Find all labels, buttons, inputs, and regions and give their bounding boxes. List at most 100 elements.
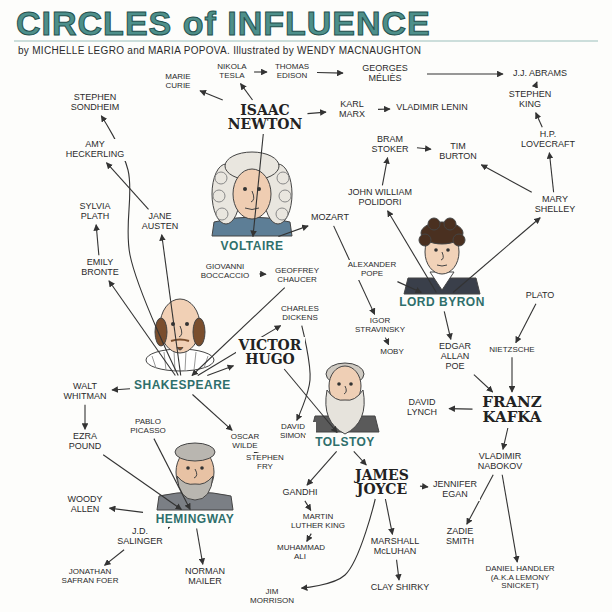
- person-name: THOMAS EDISON: [269, 62, 315, 81]
- influence-arrow: [307, 451, 337, 485]
- shakespeare-portrait: [146, 299, 214, 371]
- name-text: GEORGES MÉLIÈS: [347, 64, 423, 83]
- name-text: MARIE CURIE: [160, 73, 196, 90]
- influence-arrow: [502, 475, 517, 562]
- influence-arrow: [278, 226, 308, 237]
- name-text: NORMAN MAILER: [180, 567, 231, 586]
- influence-arrow: [200, 91, 223, 100]
- person-name: CHARLES DICKENS: [273, 304, 328, 323]
- influence-arrow: [103, 455, 181, 510]
- name-text: TOLSTOY: [307, 436, 383, 449]
- name-text: NIETZSCHE: [487, 346, 538, 355]
- influence-arrow: [84, 405, 85, 430]
- name-text: BRAM STOKER: [367, 135, 413, 154]
- influence-arrow: [503, 428, 508, 449]
- person-name: JIM MORRISON: [245, 587, 300, 606]
- name-text: CHARLES DICKENS: [275, 305, 326, 322]
- name-text: FRANZ KAFKA: [477, 395, 548, 425]
- person-name: GEORGES MÉLIÈS: [345, 63, 425, 84]
- person-name: JANE AUSTEN: [138, 211, 183, 232]
- portrait-name: SHAKESPEARE: [132, 378, 232, 393]
- person-name: TIM BURTON: [433, 141, 483, 162]
- name-text: PLATO: [522, 291, 558, 301]
- name-text: EZRA POUND: [65, 432, 106, 451]
- influence-arrow: [449, 408, 473, 410]
- person-name: GANDHI: [278, 487, 323, 499]
- person-name: ALEXANDER POPE: [341, 260, 403, 279]
- person-name: PABLO PICASSO: [123, 417, 173, 436]
- person-name: MARY SHELLEY: [530, 194, 580, 215]
- person-name: EDGAR ALLAN POE: [430, 341, 480, 372]
- name-text: MARTIN LUTHER KING: [290, 513, 346, 530]
- person-name: JOHN WILLIAM POLIDORI: [345, 187, 415, 208]
- person-name: STEPHEN FRY: [243, 453, 288, 472]
- name-text: STEPHEN KING: [497, 90, 563, 109]
- person-name: WALT WHITMAN: [60, 381, 110, 402]
- person-name: NIETZSCHE: [485, 345, 540, 356]
- name-text: GIOVANNI BOCCACCIO: [195, 263, 256, 280]
- name-text: DAVID LYNCH: [399, 398, 445, 417]
- person-name: AMY HECKERLING: [63, 139, 128, 160]
- influence-arrow: [444, 311, 451, 339]
- name-text: THOMAS EDISON: [271, 63, 313, 80]
- influence-arrow: [378, 109, 390, 110]
- person-name: ISAAC NEWTON: [225, 102, 306, 132]
- person-name: PLATO: [520, 290, 560, 302]
- influence-arrow: [162, 235, 181, 376]
- name-text: J.J. ABRAMS: [507, 69, 573, 79]
- person-name: EMILY BRONTE: [75, 257, 125, 278]
- name-text: WALT WHITMAN: [62, 382, 108, 401]
- person-name: KARL MARX: [328, 99, 376, 120]
- name-text: VOLTAIRE: [214, 240, 290, 253]
- name-text: NIKOLA TESLA: [214, 63, 250, 80]
- name-text: MARSHALL McLUHAN: [367, 537, 423, 556]
- lord-byron-portrait: [404, 218, 480, 294]
- person-name: MARTIN LUTHER KING: [288, 512, 348, 531]
- influence-arrow: [420, 486, 428, 488]
- name-text: SYLVIA PLATH: [72, 202, 118, 221]
- name-text: EDGAR ALLAN POE: [432, 342, 478, 371]
- person-name: STEPHEN SONDHEIM: [65, 92, 125, 113]
- influence-arrow: [388, 211, 437, 293]
- name-text: DANIEL HANDLER (A.K.A LEMONY SNICKET): [482, 565, 558, 591]
- name-text: GANDHI: [280, 488, 321, 498]
- name-text: OSCAR WILDE: [225, 433, 266, 450]
- influence-arrow: [516, 304, 536, 343]
- influence-arrow: [474, 375, 493, 392]
- name-text: VLADIMIR NABOKOV: [470, 452, 531, 471]
- name-text: ZADIE SMITH: [440, 527, 481, 546]
- tolstoy-portrait: [311, 363, 379, 434]
- person-name: NIKOLA TESLA: [212, 62, 252, 81]
- name-text: KARL MARX: [330, 100, 374, 119]
- person-name: J.J. ABRAMS: [505, 68, 575, 80]
- name-text: TIM BURTON: [435, 142, 481, 161]
- person-name: BRAM STOKER: [365, 134, 415, 155]
- influence-arrow: [109, 281, 175, 376]
- name-text: JONATHAN SAFRAN FOER: [52, 568, 128, 585]
- name-text: ALEXANDER POPE: [343, 261, 401, 278]
- influence-arrow: [110, 508, 144, 512]
- name-text: JENNIFER EGAN: [432, 480, 478, 499]
- influence-arrow: [197, 528, 203, 564]
- influence-arrow: [105, 550, 125, 566]
- influence-arrow: [241, 84, 253, 100]
- influence-arrow: [253, 134, 263, 237]
- name-text: WOODY ALLEN: [65, 495, 106, 514]
- person-name: JAMES JOYCE: [346, 467, 418, 497]
- influence-arrow: [536, 113, 543, 128]
- person-name: JENNIFER EGAN: [430, 479, 480, 500]
- name-text: ISAAC NEWTON: [227, 103, 304, 131]
- name-text: CLAY SHIRKY: [367, 583, 433, 593]
- person-name: MARSHALL McLUHAN: [365, 536, 425, 557]
- influence-arrow: [112, 389, 130, 390]
- person-name: EZRA POUND: [63, 431, 108, 452]
- person-name: ZADIE SMITH: [438, 526, 483, 547]
- name-text: SHAKESPEARE: [134, 379, 230, 392]
- influence-arrow: [385, 338, 388, 345]
- name-text: MOZART: [307, 213, 353, 223]
- person-name: SYLVIA PLATH: [70, 201, 120, 222]
- influence-arrow: [382, 158, 387, 186]
- name-text: JOHN WILLIAM POLIDORI: [347, 188, 413, 207]
- influence-arrow: [511, 357, 512, 392]
- name-text: MARY SHELLEY: [532, 195, 578, 214]
